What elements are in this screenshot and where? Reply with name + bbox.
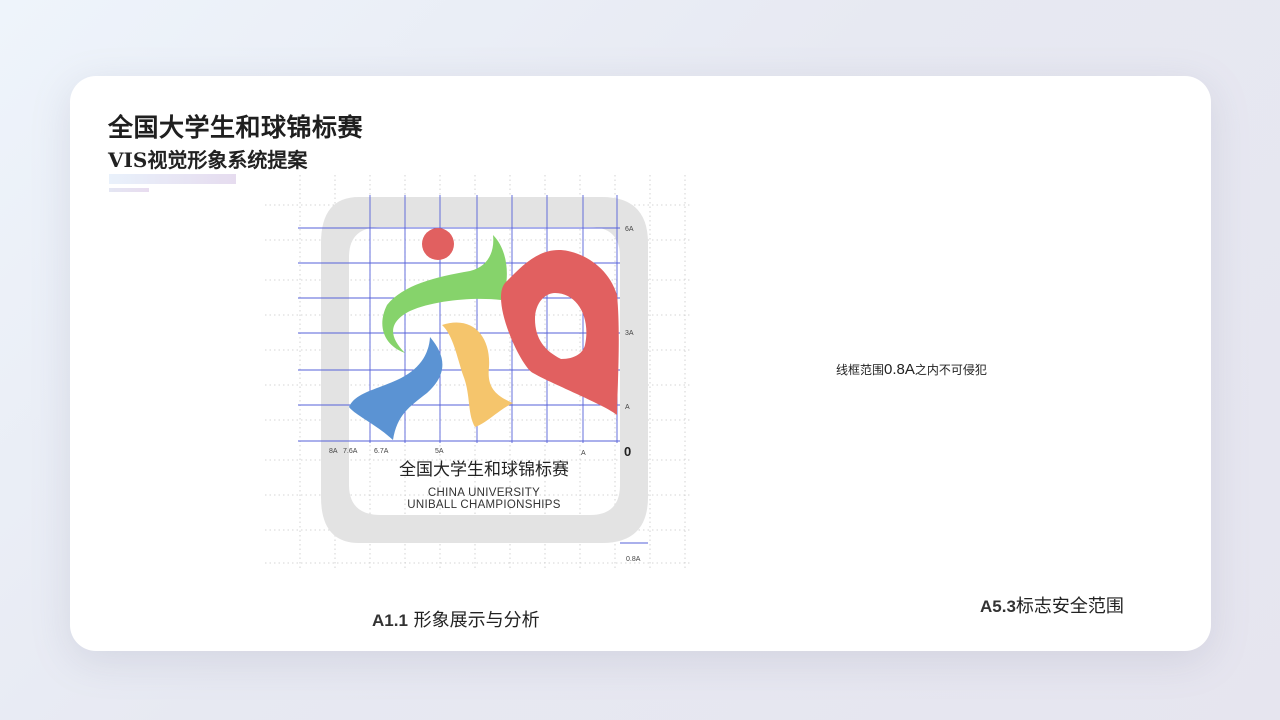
marker-zero: 0 bbox=[624, 444, 631, 459]
blue-stroke-shape bbox=[349, 337, 443, 440]
caption-code: A5.3 bbox=[980, 597, 1016, 616]
safe-area-note: 线框范围0.8A之内不可侵犯 bbox=[836, 361, 987, 378]
logo-grid-figure: 6A 3A A 0 8A 7.6A 6.7A 5A A 0.8A 全国大学生和球… bbox=[265, 175, 690, 570]
marker-3a: 3A bbox=[625, 330, 634, 337]
caption-code: A1.1 bbox=[372, 611, 408, 630]
marker-6-7a: 6.7A bbox=[374, 448, 389, 455]
page-title: 全国大学生和球锦标赛 bbox=[108, 113, 364, 142]
bottom-markers: 8A 7.6A 6.7A 5A A 0.8A bbox=[329, 448, 641, 563]
decorative-bar bbox=[109, 174, 236, 184]
caption-logo-analysis: A1.1 形象展示与分析 bbox=[372, 606, 540, 632]
caption-text: 标志安全范围 bbox=[1015, 596, 1124, 617]
note-suffix: 之内不可侵犯 bbox=[914, 363, 987, 377]
caption-text: 形象展示与分析 bbox=[407, 610, 540, 631]
note-value: 0.8A bbox=[884, 361, 915, 378]
logo-name-en-line2: UNIBALL CHAMPIONSHIPS bbox=[407, 499, 561, 511]
red-frame-shape bbox=[500, 249, 619, 415]
page-subtitle: VIS视觉形象系统提案 bbox=[108, 148, 308, 172]
note-prefix: 线框范围 bbox=[836, 363, 885, 377]
marker-6a: 6A bbox=[625, 226, 634, 233]
logo-mark bbox=[349, 228, 619, 440]
right-markers: 6A 3A A 0 bbox=[624, 226, 634, 459]
logo-name-cn: 全国大学生和球锦标赛 bbox=[399, 459, 569, 480]
decorative-bar-small bbox=[109, 188, 149, 192]
red-ball-shape bbox=[422, 228, 454, 260]
marker-0-8a: 0.8A bbox=[626, 556, 641, 563]
marker-a: A bbox=[625, 404, 630, 411]
marker-5a: 5A bbox=[435, 448, 444, 455]
green-stroke-shape bbox=[382, 235, 507, 353]
logo-name-en-line1: CHINA UNIVERSITY bbox=[428, 487, 540, 499]
logo-grid-svg: 6A 3A A 0 8A 7.6A 6.7A 5A A 0.8A 全国大学生和球… bbox=[265, 175, 690, 570]
caption-safe-area: A5.3标志安全范围 bbox=[980, 592, 1124, 618]
yellow-stroke-shape bbox=[442, 322, 513, 427]
marker-7-6a: 7.6A bbox=[343, 448, 358, 455]
marker-8a: 8A bbox=[329, 448, 338, 455]
safe-area-frame bbox=[321, 197, 648, 543]
marker-a-bottom: A bbox=[581, 450, 586, 457]
